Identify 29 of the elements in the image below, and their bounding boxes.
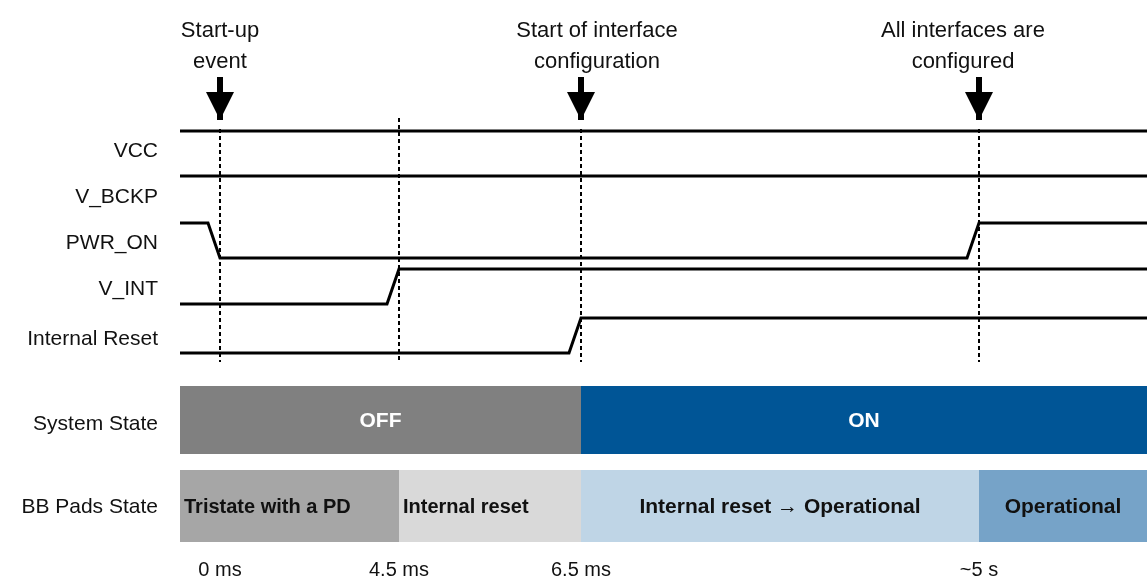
signal-name: PWR_ON	[65, 230, 158, 254]
state-bar	[979, 470, 1147, 542]
signal-name: System State	[33, 411, 158, 435]
signal-name: BB Pads State	[21, 494, 158, 518]
time-label: 0 ms	[198, 558, 242, 581]
arrow	[567, 77, 595, 120]
event-label: Start-up event	[165, 14, 275, 76]
signal-name: V_INT	[98, 276, 158, 300]
time-label: 4.5 ms	[369, 558, 429, 581]
state-bar	[581, 386, 1147, 454]
state-bar	[399, 470, 581, 542]
state-label: ON	[848, 408, 880, 432]
state-label: Internal reset	[403, 494, 529, 518]
event-label: Start of interface configuration	[477, 14, 717, 76]
state-label: Tristate with a PD	[184, 494, 351, 518]
state-label: Operational	[1004, 494, 1122, 518]
state-bar	[180, 470, 399, 542]
time-label: ~5 s	[959, 558, 999, 581]
arrow	[965, 77, 993, 120]
state-bar	[581, 470, 979, 542]
time-label: 6.5 ms	[551, 558, 611, 581]
state-label: Internal reset → Operational	[639, 494, 921, 518]
arrow	[206, 77, 234, 120]
signal-name: VCC	[113, 138, 158, 162]
signal-name: Internal Reset	[27, 326, 158, 350]
event-label: All interfaces are configured	[880, 14, 1046, 76]
state-label: OFF	[359, 408, 402, 432]
signal-name: V_BCKP	[75, 184, 158, 208]
state-bar	[180, 386, 581, 454]
